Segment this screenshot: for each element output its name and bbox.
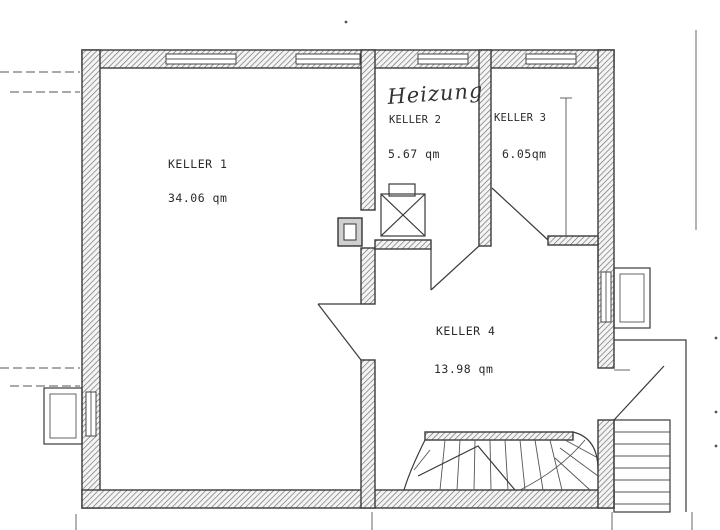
room-keller-4: KELLER 4 13.98 qm [434, 324, 495, 376]
room-area-keller-2: 5.67 qm [388, 147, 440, 161]
door-swings [317, 187, 599, 361]
dimension-lines [0, 20, 718, 530]
room-area-keller-4: 13.98 qm [434, 362, 493, 376]
room-keller-1: KELLER 1 34.06 qm [168, 157, 227, 205]
outside-stair [613, 339, 687, 513]
room-keller-2: KELLER 2 5.67 qm [388, 114, 441, 161]
chimney-flue [337, 217, 363, 247]
left-window [43, 387, 97, 445]
room-name-keller-2: KELLER 2 [389, 114, 441, 126]
handwritten-heizung-note: Heizung [386, 78, 484, 109]
room-area-keller-3: 6.05qm [502, 147, 547, 161]
room-keller-3: KELLER 3 6.05qm [494, 112, 547, 161]
heating-unit-x-box [380, 183, 426, 237]
room-name-keller-1: KELLER 1 [168, 157, 227, 171]
keller3-partition [560, 97, 572, 236]
top-windows [165, 53, 577, 65]
room-name-keller-3: KELLER 3 [494, 112, 546, 124]
interior-walls [360, 49, 599, 509]
right-window [600, 267, 651, 329]
room-name-keller-4: KELLER 4 [436, 324, 495, 338]
room-area-keller-1: 34.06 qm [168, 191, 227, 205]
staircase [403, 431, 599, 491]
